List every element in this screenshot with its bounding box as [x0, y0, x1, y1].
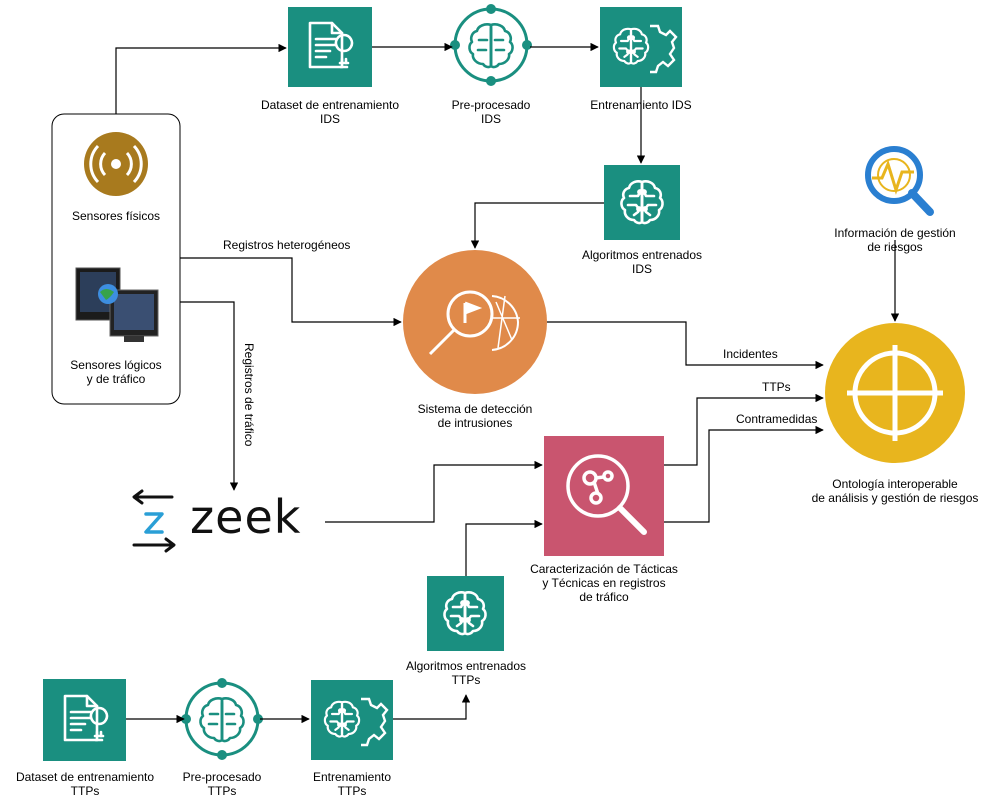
preproc-ids-node — [450, 4, 532, 86]
edge-label-trafico: Registros de tráfico — [242, 343, 256, 447]
edge-algos-to-ids — [470, 202, 604, 249]
label-sensors-log: Sensores lógicos y de tráfico — [70, 358, 162, 386]
label-train-ttps: Entrenamiento TTPs — [312, 770, 392, 798]
label-ids-system: Sistema de detección de intrusiones — [417, 402, 533, 430]
edge-algos-ttps-to-char — [465, 519, 543, 576]
algos-ttps-node — [427, 576, 504, 651]
magnifier-molecule-icon — [566, 454, 647, 535]
zeek-node — [132, 489, 176, 553]
monitors-icon — [75, 267, 159, 342]
zeek-wordmark: zeek — [190, 490, 302, 544]
label-preproc-ids: Pre-procesado IDS — [451, 98, 531, 126]
label-ttp-char: Caracterización de Tácticas y Técnicas e… — [530, 562, 678, 604]
label-train-ids: Entrenamiento IDS — [590, 98, 692, 112]
ids-system-node — [403, 250, 547, 394]
magnifier-flag-icon — [428, 290, 520, 356]
label-algos-ids: Algoritmos entrenados IDS — [581, 248, 703, 276]
dataset-ttps-node — [43, 679, 126, 761]
train-ttps-node — [311, 680, 393, 760]
edge-ttpchar-contramedidas — [664, 425, 824, 523]
dataset-ids-node — [288, 7, 372, 87]
antenna-icon — [84, 132, 148, 196]
edge-label-incidentes: Incidentes — [723, 347, 778, 361]
label-risk-info: Información de gestión de riesgos — [834, 226, 956, 254]
risk-info-node — [865, 146, 934, 216]
edge-sensors-heterogeneos — [180, 257, 402, 327]
ontology-node — [825, 323, 965, 463]
zeek-logo-icon — [132, 489, 176, 553]
edge-label-ttps: TTPs — [762, 380, 791, 394]
risk-search-icon — [865, 146, 934, 216]
edge-sensors-to-dataset — [115, 43, 287, 114]
brain-cycle-icon — [468, 23, 514, 69]
edge-train-ttps-to-algos — [393, 694, 471, 720]
label-dataset-ttps: Dataset de entrenamiento TTPs — [15, 770, 155, 798]
label-ontology: Ontología interoperable de análisis y ge… — [811, 477, 979, 505]
brain-cycle-icon — [199, 697, 245, 743]
label-sensors-phys: Sensores físicos — [71, 209, 161, 223]
crosshair-icon — [847, 345, 943, 441]
edge-label-heterogeneos: Registros heterogéneos — [223, 238, 351, 252]
label-algos-ttps: Algoritmos entrenados TTPs — [405, 659, 527, 687]
edge-ids-incidentes — [547, 321, 824, 370]
edge-ttpchar-ttps — [664, 393, 824, 466]
sensors-group — [51, 113, 181, 405]
preproc-ttps-node — [181, 678, 263, 760]
edge-sensors-trafico — [180, 301, 239, 491]
label-dataset-ids: Dataset de entrenamiento IDS — [260, 98, 400, 126]
train-ids-node — [600, 7, 682, 87]
edges — [115, 42, 900, 724]
edge-zeek-to-ttpchar — [325, 460, 543, 523]
edge-label-contramedidas: Contramedidas — [736, 412, 818, 426]
ttp-char-node — [544, 436, 664, 556]
label-preproc-ttps: Pre-procesado TTPs — [182, 770, 262, 798]
algos-ids-node — [604, 165, 680, 240]
